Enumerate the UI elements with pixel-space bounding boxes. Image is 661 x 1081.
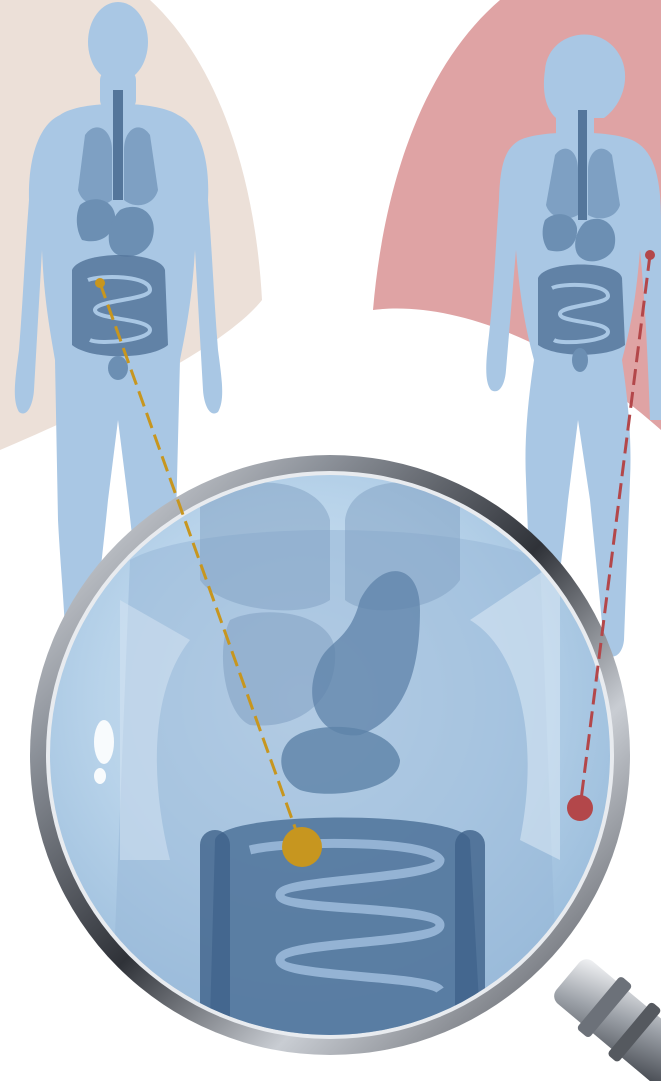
- magnifying-glass-icon: [30, 455, 630, 1060]
- magnified-abdomen: [110, 483, 560, 1060]
- magnifier-handle: [546, 950, 661, 1081]
